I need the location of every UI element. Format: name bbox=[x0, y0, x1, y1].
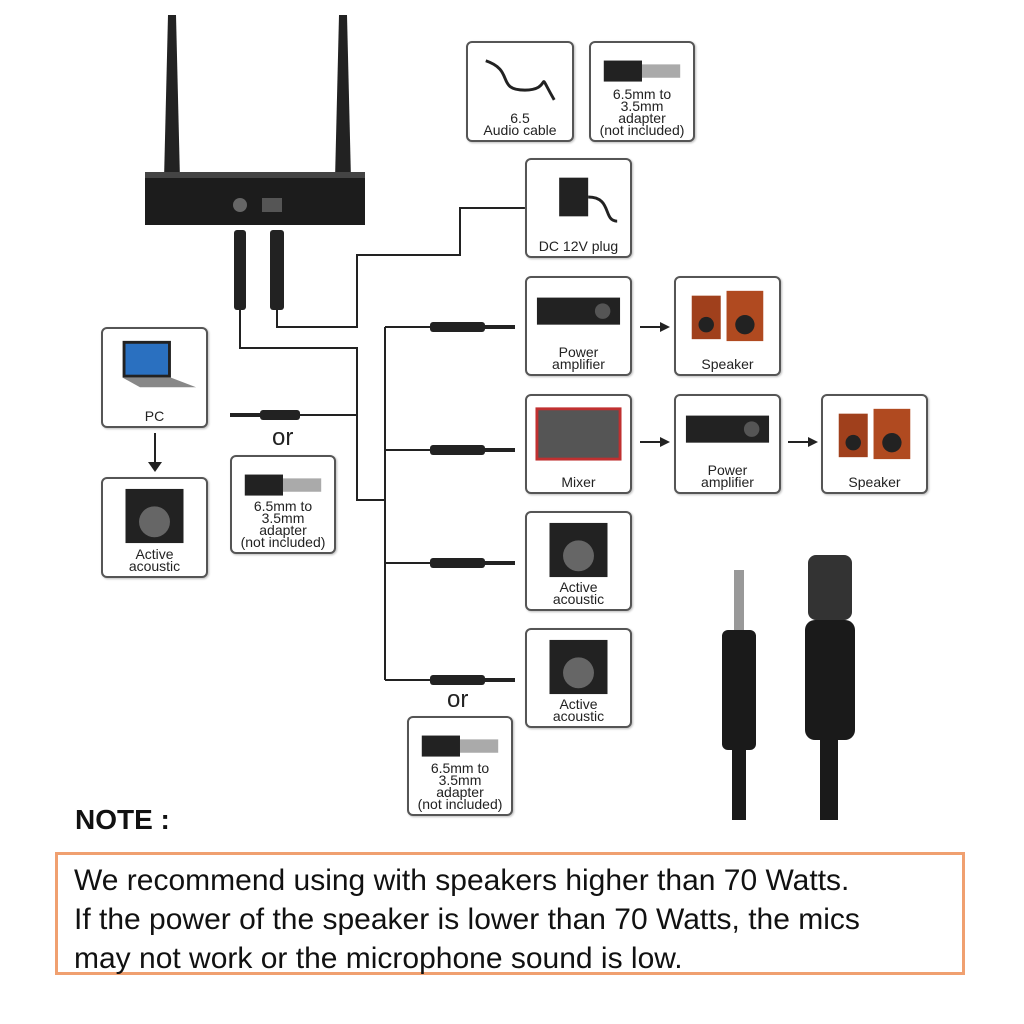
active-acoustic-box-1: Active acoustic bbox=[525, 511, 632, 611]
large-cable-plugs-icon bbox=[722, 555, 855, 820]
cdj-player-icon bbox=[125, 488, 184, 544]
speaker-icon bbox=[691, 290, 764, 342]
dc-plug-icon bbox=[270, 230, 284, 310]
adapter-icon bbox=[603, 60, 681, 82]
jack-plug-icons bbox=[230, 322, 515, 685]
power-amplifier-box-1: Power amplifier bbox=[525, 276, 632, 376]
note-title: NOTE : bbox=[75, 804, 170, 835]
speaker-icon bbox=[838, 408, 911, 460]
note-line-2: If the power of the speaker is lower tha… bbox=[74, 903, 860, 936]
mixer-icon bbox=[535, 407, 622, 461]
pc-box: PC bbox=[101, 327, 208, 428]
speaker-box-2: Speaker bbox=[821, 394, 928, 494]
adapter-top-box: 6.5mm to 3.5mm adapter (not included) bbox=[589, 41, 695, 142]
note-line-1: We recommend using with speakers higher … bbox=[74, 864, 850, 897]
power-amplifier-box-2: Power amplifier bbox=[674, 394, 781, 494]
power-adapter-icon bbox=[559, 177, 618, 223]
wireless-receiver bbox=[145, 15, 365, 225]
or-label-left: or bbox=[272, 424, 294, 451]
dc-plug-box: DC 12V plug bbox=[525, 158, 632, 258]
audio-cable-box: 6.5 Audio cable bbox=[466, 41, 574, 142]
note-line-3: may not work or the microphone sound is … bbox=[74, 942, 683, 975]
or-label-bottom: or bbox=[447, 686, 469, 713]
adapter-icon bbox=[421, 735, 499, 757]
amplifier-icon bbox=[536, 297, 621, 325]
laptop-icon bbox=[122, 340, 197, 388]
note-box: We recommend using with speakers higher … bbox=[55, 852, 965, 975]
adapter-bottom-box: 6.5mm to 3.5mm adapter (not included) bbox=[407, 716, 513, 816]
adapter-icon bbox=[244, 474, 322, 496]
speaker-box-1: Speaker bbox=[674, 276, 781, 376]
active-acoustic-box-2: Active acoustic bbox=[525, 628, 632, 728]
active-acoustic-box-left: Active acoustic bbox=[101, 477, 208, 578]
cdj-player-icon bbox=[549, 639, 608, 695]
audio-cable-icon bbox=[485, 59, 556, 101]
cdj-player-icon bbox=[549, 522, 608, 578]
adapter-left-box: 6.5mm to 3.5mm adapter (not included) bbox=[230, 455, 336, 554]
amplifier-icon bbox=[685, 415, 770, 443]
mixer-box: Mixer bbox=[525, 394, 632, 494]
jack-plug-icon bbox=[234, 230, 246, 310]
